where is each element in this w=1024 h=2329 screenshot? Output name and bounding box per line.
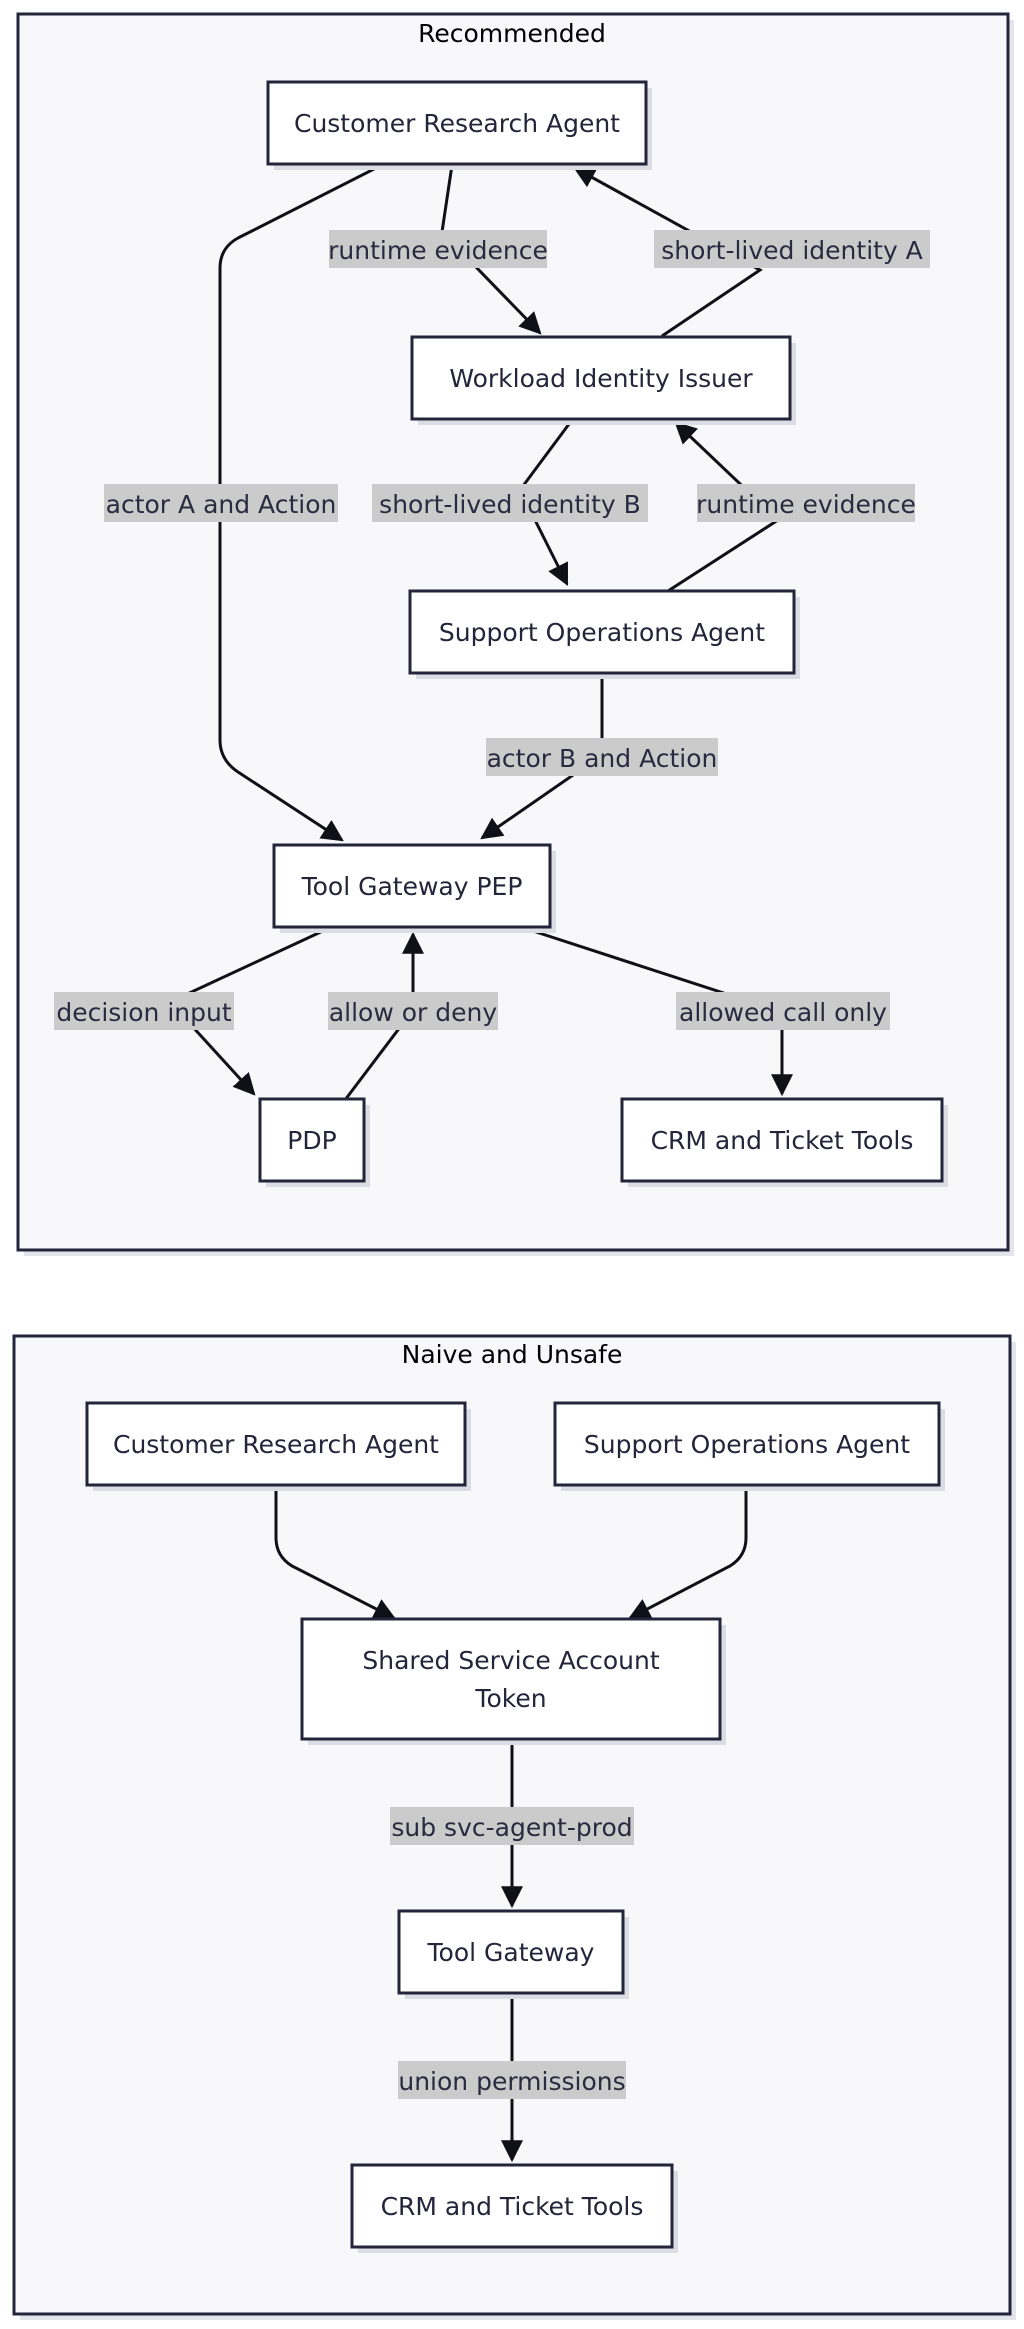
node-label: CRM and Ticket Tools [651, 1126, 914, 1155]
label-short-lived-identity-b: short-lived identity B [379, 490, 641, 519]
node-label: PDP [287, 1126, 336, 1155]
node-naive-crm-ticket-tools: CRM and Ticket Tools [350, 2163, 678, 2253]
node-crm-ticket-tools: CRM and Ticket Tools [620, 1097, 948, 1187]
node-label: Workload Identity Issuer [449, 364, 753, 393]
label-actor-b-action: actor B and Action [487, 744, 718, 773]
label-actor-a-action: actor A and Action [106, 490, 337, 519]
edges-naive [274, 1486, 748, 2163]
label-sub-svc-agent-prod: sub svc-agent-prod [391, 1813, 632, 1842]
node-label: Support Operations Agent [584, 1430, 910, 1459]
node-naive-customer-research-agent: Customer Research Agent [85, 1401, 471, 1491]
edge-support-to-token [628, 1486, 748, 1620]
node-tool-gateway-pep: Tool Gateway PEP [272, 843, 556, 933]
node-workload-identity-issuer: Workload Identity Issuer [410, 335, 796, 425]
node-tool-gateway: Tool Gateway [397, 1909, 629, 1999]
cluster-title-naive: Naive and Unsafe [402, 1340, 623, 1369]
label-allow-or-deny: allow or deny [329, 998, 498, 1027]
node-label: Tool Gateway [427, 1938, 595, 1967]
node-label: Customer Research Agent [113, 1430, 439, 1459]
node-label-line1: Shared Service Account [362, 1646, 659, 1675]
label-runtime-evidence-a: runtime evidence [328, 236, 548, 265]
node-customer-research-agent: Customer Research Agent [266, 80, 652, 170]
edge-customer-to-token [274, 1486, 396, 1620]
edge-labels-naive: sub svc-agent-prod union permissions [390, 1807, 634, 2099]
label-runtime-evidence-b: runtime evidence [696, 490, 916, 519]
edge-issuer-to-customer [573, 166, 763, 338]
node-support-operations-agent: Support Operations Agent [408, 589, 800, 679]
node-label: Customer Research Agent [294, 109, 620, 138]
label-decision-input: decision input [56, 998, 232, 1027]
node-label: CRM and Ticket Tools [381, 2192, 644, 2221]
cluster-title-recommended: Recommended [418, 19, 606, 48]
node-shared-service-account-token: Shared Service Account Token [300, 1617, 726, 1745]
edge-labels-recommended: runtime evidence short-lived identity A … [54, 230, 930, 1030]
node-label: Support Operations Agent [439, 618, 765, 647]
label-union-permissions: union permissions [398, 2067, 625, 2096]
node-pdp: PDP [258, 1097, 370, 1187]
label-allowed-call-only: allowed call only [679, 998, 887, 1027]
node-label: Tool Gateway PEP [301, 872, 523, 901]
label-short-lived-identity-a: short-lived identity A [661, 236, 923, 265]
node-label-line2: Token [474, 1684, 546, 1713]
node-naive-support-operations-agent: Support Operations Agent [553, 1401, 945, 1491]
